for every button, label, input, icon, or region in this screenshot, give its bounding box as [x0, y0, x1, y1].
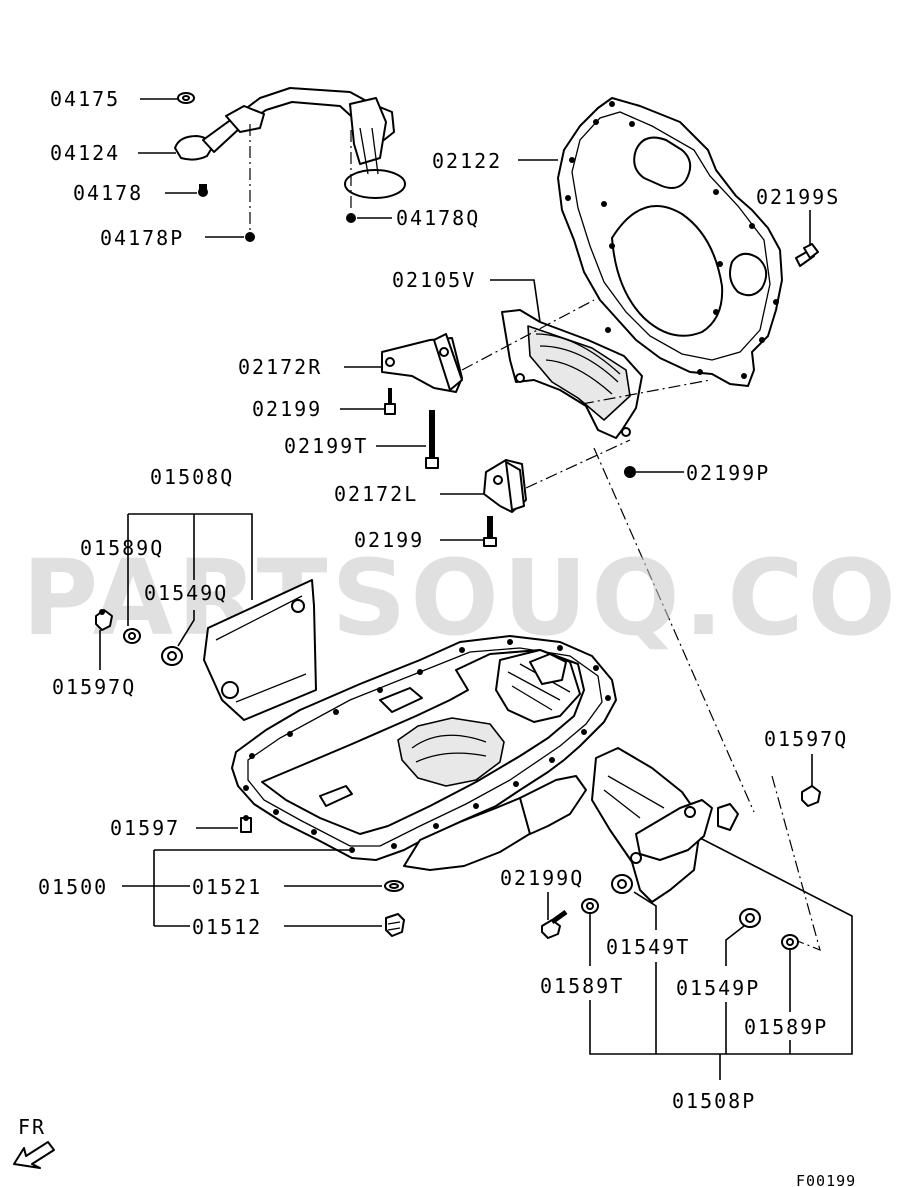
label-02199Q: 02199Q: [500, 866, 584, 890]
figure-code: F00199: [796, 1172, 856, 1187]
rear-plate[interactable]: [557, 97, 783, 387]
label-01508Q: 01508Q: [150, 465, 234, 489]
label-02172L: 02172L: [334, 482, 418, 506]
stud-01597[interactable]: [240, 815, 252, 833]
baffle-01508P[interactable]: [591, 747, 739, 903]
label-02172R: 02172R: [238, 355, 322, 379]
watermark: PARTSOUQ.COM: [22, 537, 909, 659]
label-01549P: 01549P: [676, 976, 760, 1000]
bolt-02199Q[interactable]: [541, 909, 568, 939]
label-01589Q: 01589Q: [80, 536, 164, 560]
direction-label: FR: [18, 1115, 46, 1139]
cover-02105V[interactable]: [501, 309, 643, 439]
bracket-02172L[interactable]: [483, 459, 527, 513]
label-02199-lower: 02199: [354, 528, 424, 552]
bolt-02199-upper[interactable]: [384, 388, 396, 415]
label-04178P: 04178P: [100, 226, 184, 250]
bolt-02199-lower[interactable]: [483, 516, 497, 547]
label-02199S: 02199S: [756, 185, 840, 209]
label-01549T: 01549T: [606, 935, 690, 959]
bushing-01549T[interactable]: [611, 874, 633, 894]
label-02199-upper: 02199: [252, 397, 322, 421]
bolt-02199T[interactable]: [425, 410, 439, 469]
label-01500: 01500: [38, 875, 108, 899]
grommet-01589T[interactable]: [581, 898, 599, 914]
label-01597: 01597: [110, 816, 180, 840]
baffle-01508Q[interactable]: [203, 579, 317, 721]
drain-plug-01512[interactable]: [385, 913, 405, 937]
label-02199P: 02199P: [686, 461, 770, 485]
grommet-01589P[interactable]: [781, 934, 799, 950]
oil-pan[interactable]: [231, 635, 617, 871]
label-04178Q: 04178Q: [396, 206, 480, 230]
label-01597Q-left: 01597Q: [52, 675, 136, 699]
label-01549Q: 01549Q: [144, 581, 228, 605]
label-01589T: 01589T: [540, 974, 624, 998]
label-01512: 01512: [192, 915, 262, 939]
label-01589P: 01589P: [744, 1015, 828, 1039]
bolt-01597Q-left[interactable]: [95, 609, 113, 631]
bolt-01597Q-right[interactable]: [801, 785, 821, 807]
label-01508P: 01508P: [672, 1089, 756, 1113]
front-arrow-icon: [13, 1141, 55, 1169]
gasket-01521[interactable]: [384, 880, 404, 892]
grommet-01589Q[interactable]: [123, 628, 141, 644]
label-02199T: 02199T: [284, 434, 368, 458]
label-02122: 02122: [432, 149, 502, 173]
label-04175: 04175: [50, 87, 120, 111]
bushing-01549P[interactable]: [739, 908, 761, 928]
bushing-01549Q[interactable]: [161, 646, 183, 666]
oil-strainer-pipe[interactable]: [174, 87, 406, 199]
label-04178: 04178: [73, 181, 143, 205]
label-01521: 01521: [192, 875, 262, 899]
label-02105V: 02105V: [392, 268, 476, 292]
bolt-02199S[interactable]: [795, 243, 819, 267]
label-04124: 04124: [50, 141, 120, 165]
label-01597Q-right: 01597Q: [764, 727, 848, 751]
bracket-02172R[interactable]: [381, 333, 463, 393]
